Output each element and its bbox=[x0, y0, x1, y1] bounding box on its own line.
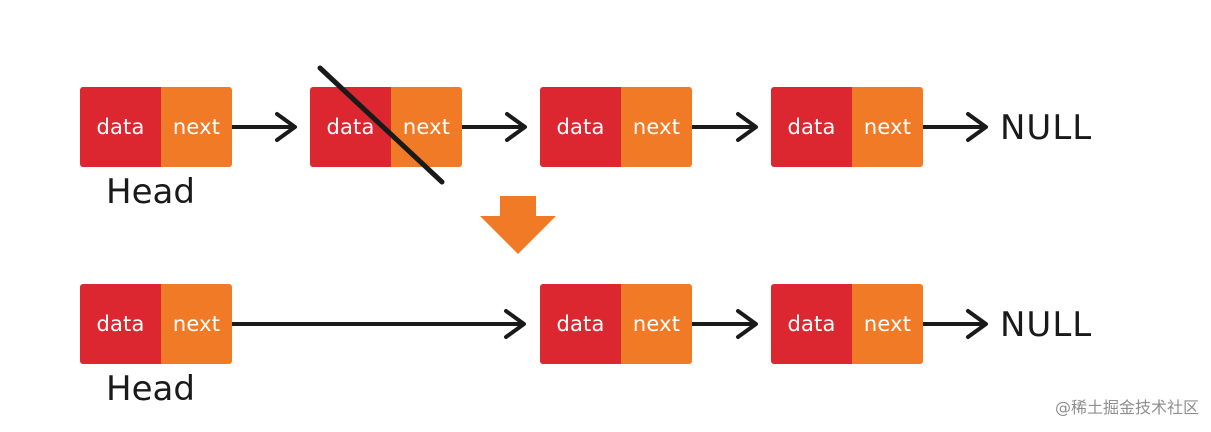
top-arrow-3-head bbox=[736, 112, 758, 142]
bottom-head-label: Head bbox=[106, 369, 195, 409]
next-cell: next bbox=[391, 87, 462, 167]
bottom-arrow-3-head bbox=[966, 309, 988, 339]
bottom-arrow-1-head bbox=[504, 309, 526, 339]
data-cell: data bbox=[771, 87, 852, 167]
bottom-null-label: NULL bbox=[1000, 305, 1093, 345]
next-cell: next bbox=[621, 87, 692, 167]
top-node-3: data next bbox=[540, 87, 692, 167]
next-cell: next bbox=[852, 284, 923, 364]
next-cell: next bbox=[621, 284, 692, 364]
top-arrow-4-head bbox=[966, 112, 988, 142]
bottom-arrow-2-head bbox=[736, 309, 758, 339]
watermark-text: @稀土掘金技术社区 bbox=[1054, 398, 1199, 417]
next-cell: next bbox=[161, 87, 232, 167]
top-arrow-1-head bbox=[275, 112, 297, 142]
bottom-node-3: data next bbox=[771, 284, 923, 364]
top-node-2-deleted: data next bbox=[310, 87, 462, 167]
data-cell: data bbox=[80, 87, 161, 167]
transition-down-arrow bbox=[480, 196, 556, 254]
next-cell: next bbox=[852, 87, 923, 167]
data-cell: data bbox=[80, 284, 161, 364]
top-node-1: data next bbox=[80, 87, 232, 167]
data-cell: data bbox=[540, 87, 621, 167]
top-arrow-2-head bbox=[505, 112, 527, 142]
top-head-label: Head bbox=[106, 172, 195, 212]
top-node-4: data next bbox=[771, 87, 923, 167]
bottom-node-2: data next bbox=[540, 284, 692, 364]
data-cell: data bbox=[310, 87, 391, 167]
data-cell: data bbox=[540, 284, 621, 364]
next-cell: next bbox=[161, 284, 232, 364]
top-null-label: NULL bbox=[1000, 108, 1093, 148]
delete-strike-line bbox=[317, 65, 445, 185]
bottom-node-1: data next bbox=[80, 284, 232, 364]
data-cell: data bbox=[771, 284, 852, 364]
